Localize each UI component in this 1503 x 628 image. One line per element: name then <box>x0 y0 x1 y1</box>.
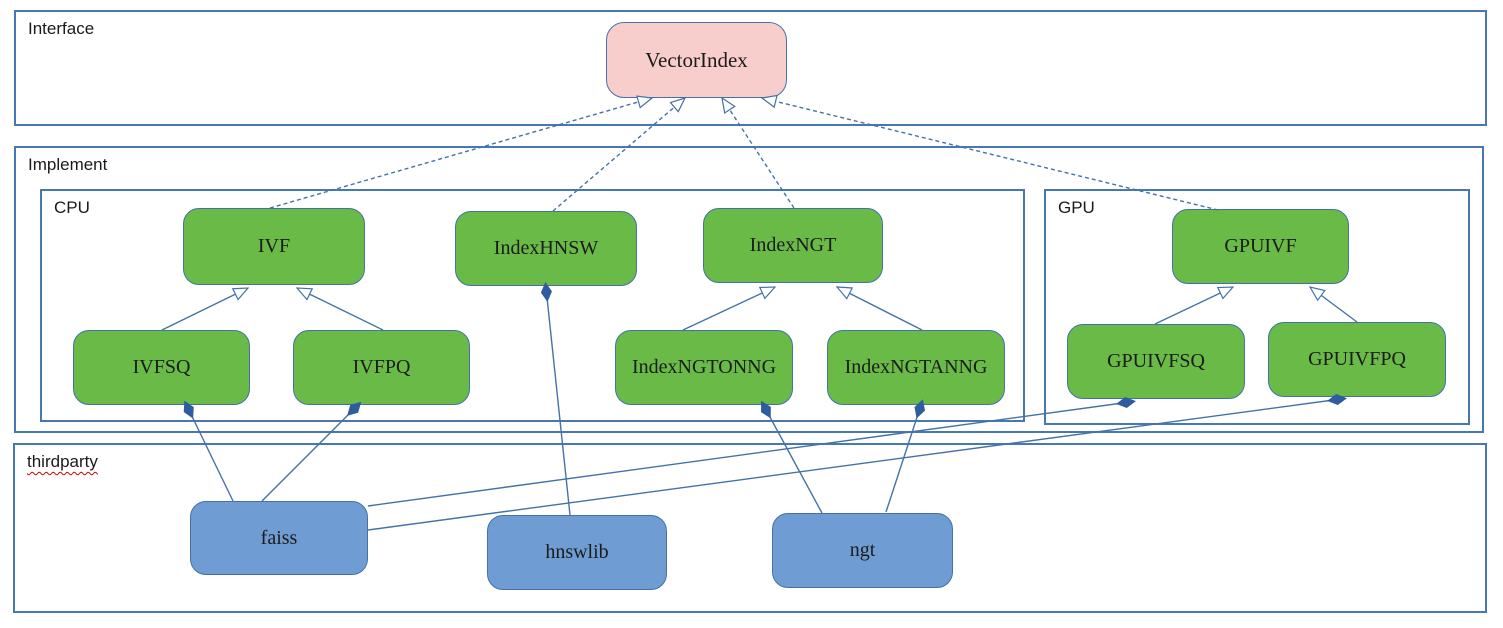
node-indexngt[interactable]: IndexNGT <box>703 208 883 283</box>
node-gpuivf[interactable]: GPUIVF <box>1172 209 1349 284</box>
node-indexngtanng[interactable]: IndexNGTANNG <box>827 330 1005 405</box>
container-interface-label: Interface <box>28 19 95 38</box>
node-gpuivfsq[interactable]: GPUIVFSQ <box>1067 324 1245 399</box>
node-indexhnsw[interactable]: IndexHNSW <box>455 211 637 286</box>
container-cpu-label: CPU <box>54 198 90 217</box>
node-indexngtonng[interactable]: IndexNGTONNG <box>615 330 793 405</box>
node-faiss[interactable]: faiss <box>190 501 368 575</box>
container-implement-label: Implement <box>28 155 108 174</box>
node-ivfpq[interactable]: IVFPQ <box>293 330 470 405</box>
node-gpuivfpq[interactable]: GPUIVFPQ <box>1268 322 1446 397</box>
node-ngt[interactable]: ngt <box>772 513 953 588</box>
node-ivf[interactable]: IVF <box>183 208 365 285</box>
node-hnswlib[interactable]: hnswlib <box>487 515 667 590</box>
node-ivfsq[interactable]: IVFSQ <box>73 330 250 405</box>
container-thirdparty-label: thirdparty <box>27 452 98 471</box>
container-gpu-label: GPU <box>1058 198 1095 217</box>
node-vectorindex[interactable]: VectorIndex <box>606 22 787 98</box>
